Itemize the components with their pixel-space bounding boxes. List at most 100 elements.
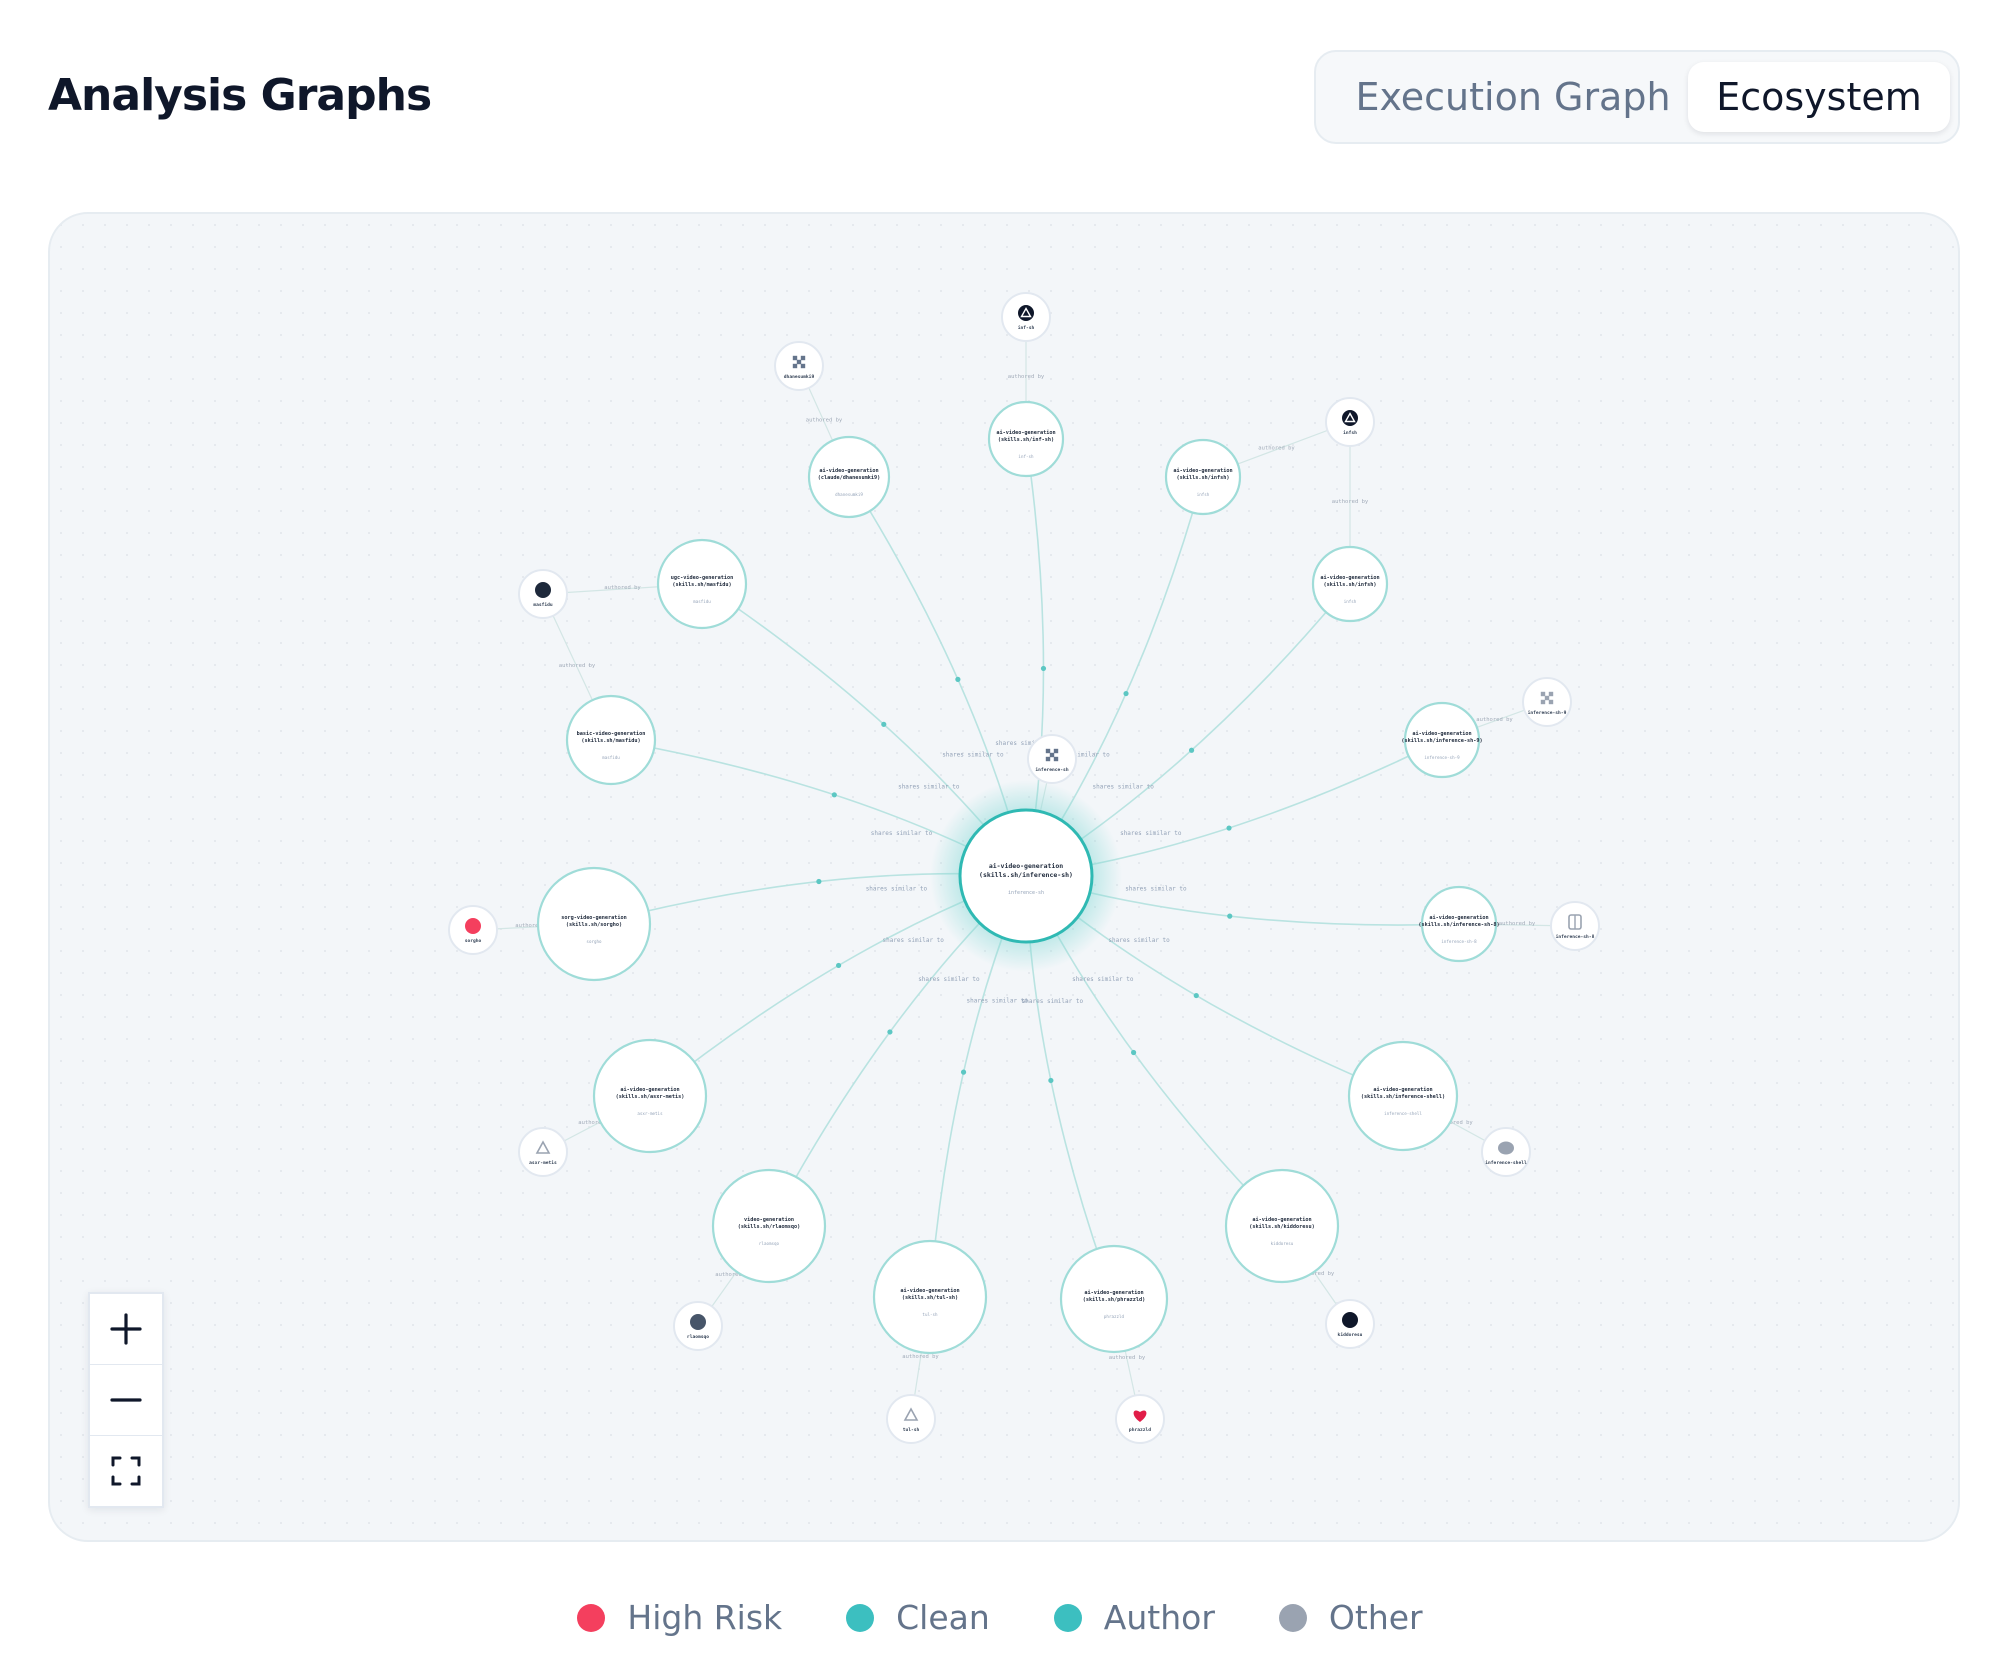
edge-marker [960,1069,967,1075]
edge-label: authored by [1258,446,1295,452]
skill-node-sub: masfidu [693,599,711,604]
author-dot [1053,1603,1082,1632]
zoom-out-button[interactable] [90,1364,162,1435]
author-node[interactable] [1522,677,1572,727]
skill-node-sub: infsh [1344,599,1357,604]
skill-node-label: (skills.sh/infsh) [1323,582,1376,588]
skill-node[interactable] [807,435,891,519]
skill-node-label: (skills.sh/sorgho) [566,922,622,928]
tab-ecosystem[interactable]: Ecosystem [1688,62,1950,132]
skill-node-sub: kiddoresu [1271,1241,1294,1246]
edge-marker [1040,665,1047,672]
skill-node-label: ai-video-generation [1173,468,1232,474]
ecosystem-graph-canvas[interactable]: shares similar to authored by shares simil… [48,212,1960,1542]
edge-marker [881,721,887,727]
skill-node[interactable] [1059,1244,1169,1354]
edge-label: authored by [1476,717,1513,723]
edge-label: authored by [1332,499,1369,505]
center-skill-node[interactable] [958,808,1094,944]
skill-node[interactable] [1224,1168,1340,1284]
skill-node-sub: asxr-metis [637,1111,663,1116]
edge-label: shares similar to [1048,751,1110,758]
skill-node-label: ai-video-generation [819,468,878,474]
edge-marker [1227,913,1233,919]
skill-node-label: (skills.sh/inference-sh-8) [1418,922,1499,928]
skill-node-label: (skills.sh/phrazzld) [1083,1297,1145,1303]
author-node-label: inference-sh [1035,767,1068,773]
skill-node[interactable] [1403,701,1481,779]
triangle-icon [1344,412,1356,423]
edge-label: authored by [902,1354,939,1360]
skill-node-label: (skills.sh/rlaomsqo) [738,1224,800,1230]
edge-label: shares similar to [882,937,944,944]
skill-node[interactable] [1420,885,1498,963]
plus-icon [110,1313,142,1345]
edge-marker [831,792,837,798]
skill-node[interactable] [536,866,652,982]
skill-node-label: ai-video-generation [1084,1290,1143,1296]
triangle-outline-icon [535,1140,551,1154]
skill-node-sub: tul-sh [922,1312,938,1317]
zoom-controls [88,1292,164,1508]
zoom-in-button[interactable] [90,1294,162,1364]
author-node-label: inference-sh-9 [1528,710,1567,716]
minus-icon [110,1398,142,1402]
edge-marker [955,676,961,682]
tab-execution-graph[interactable]: Execution Graph [1355,75,1671,119]
author-node-label: infsh [1343,430,1357,436]
skill-node[interactable] [987,400,1065,478]
edge-label: authored by [559,663,596,669]
skill-node[interactable] [711,1168,827,1284]
fit-view-button[interactable] [90,1435,162,1506]
skill-node-label: ai-video-generation [1373,1087,1432,1093]
skill-node-label: (skills.sh/asxr-metis) [616,1094,685,1100]
legend-other: Other [1278,1598,1423,1637]
skill-node-sub: dhanesumki9 [835,492,863,497]
edge-label: shares similar to [1092,783,1154,790]
skill-node-label: (skills.sh/inference-sh-9) [1401,738,1482,744]
edge-label: shares similar to [1120,830,1182,837]
center-node-sub: inference-sh [1008,890,1044,896]
skill-node[interactable] [1164,438,1242,516]
ecosystem-graph[interactable]: shares similar to authored by shares simil… [50,214,1960,1542]
skill-node-sub: inference-sh-8 [1441,939,1477,944]
author-node-label: inference-sh-8 [1556,934,1595,940]
edge-label: shares similar to [995,740,1057,747]
skill-node[interactable] [656,538,748,630]
author-node[interactable] [1027,734,1077,784]
edge-label: authored by [578,1120,615,1126]
skill-node[interactable] [565,694,657,786]
avatar-icon [1342,1312,1358,1328]
edge-label: shares similar to [1125,885,1187,892]
skill-node-label: video-generation [744,1217,794,1223]
skill-node-label: (skills.sh/inference-shell) [1361,1094,1445,1100]
author-node[interactable] [886,1394,936,1444]
grid-logo-icon [792,355,806,369]
legend-clean: Clean [846,1598,990,1637]
legend-author: Author [1053,1598,1215,1637]
author-node-label: kiddoresu [1338,1332,1363,1338]
skill-node[interactable] [1311,545,1389,623]
author-node-label: phrazzld [1129,1427,1151,1433]
edge-marker [1188,747,1195,753]
legend-label: Author [1103,1598,1215,1637]
edge-label: authored by [1008,374,1045,380]
edge-marker [887,1029,893,1035]
author-node[interactable] [518,1127,568,1177]
skill-node[interactable] [592,1038,708,1154]
edge-label: shares similar to [1072,976,1134,983]
skill-node-label: (skills.sh/kiddoresu) [1249,1224,1315,1230]
author-node[interactable] [774,341,824,391]
skill-node[interactable] [1347,1040,1459,1152]
skill-node-label: (claude/dhanesumki9) [818,475,880,481]
edge-marker [1193,992,1199,999]
author-node-label: dhanesumki9 [784,374,815,380]
avatar-icon [465,918,481,934]
skill-node-sub: inference-shell [1384,1111,1422,1116]
view-tabs: Execution Graph Ecosystem [1314,50,1960,144]
graph-nodes: ai-video-generation(skills.sh/inference-… [448,292,1600,1444]
skill-node-sub: rlaomsqo [759,1241,780,1246]
skill-node[interactable] [872,1239,988,1355]
author-node-label: inference-shell [1485,1160,1527,1166]
edge-label: authored by [806,418,843,424]
